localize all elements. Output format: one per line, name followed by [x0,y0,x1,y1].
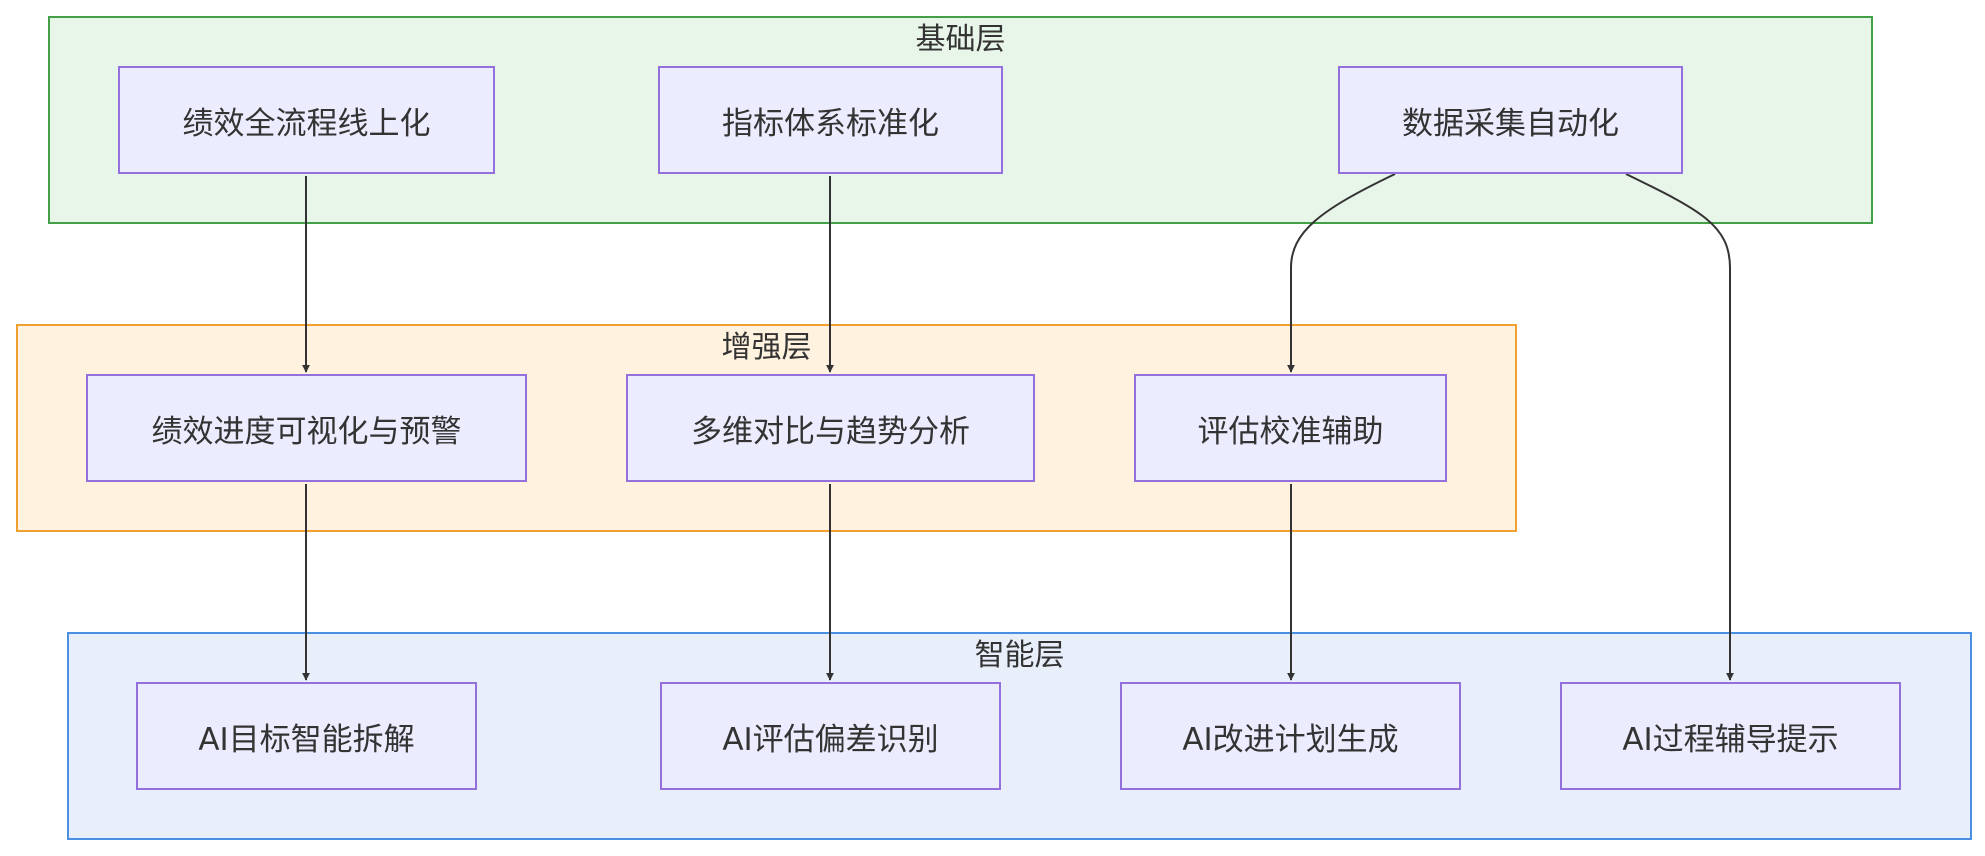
layer-title-enhance: 增强层 [721,330,812,365]
layer-title-ai: 智能层 [974,638,1065,673]
node-ai-plan: AI改进计划生成 [1120,682,1461,790]
node-progress-visual: 绩效进度可视化与预警 [86,374,527,482]
node-performance-online: 绩效全流程线上化 [118,66,495,174]
node-multi-compare: 多维对比与趋势分析 [626,374,1035,482]
node-calibration: 评估校准辅助 [1134,374,1447,482]
node-ai-target: AI目标智能拆解 [136,682,477,790]
node-data-collection: 数据采集自动化 [1338,66,1683,174]
node-ai-coaching: AI过程辅导提示 [1560,682,1901,790]
node-indicator-standard: 指标体系标准化 [658,66,1003,174]
edge-collect-to-coaching [1625,173,1734,681]
layer-title-base: 基础层 [915,22,1006,57]
node-ai-bias: AI评估偏差识别 [660,682,1001,790]
